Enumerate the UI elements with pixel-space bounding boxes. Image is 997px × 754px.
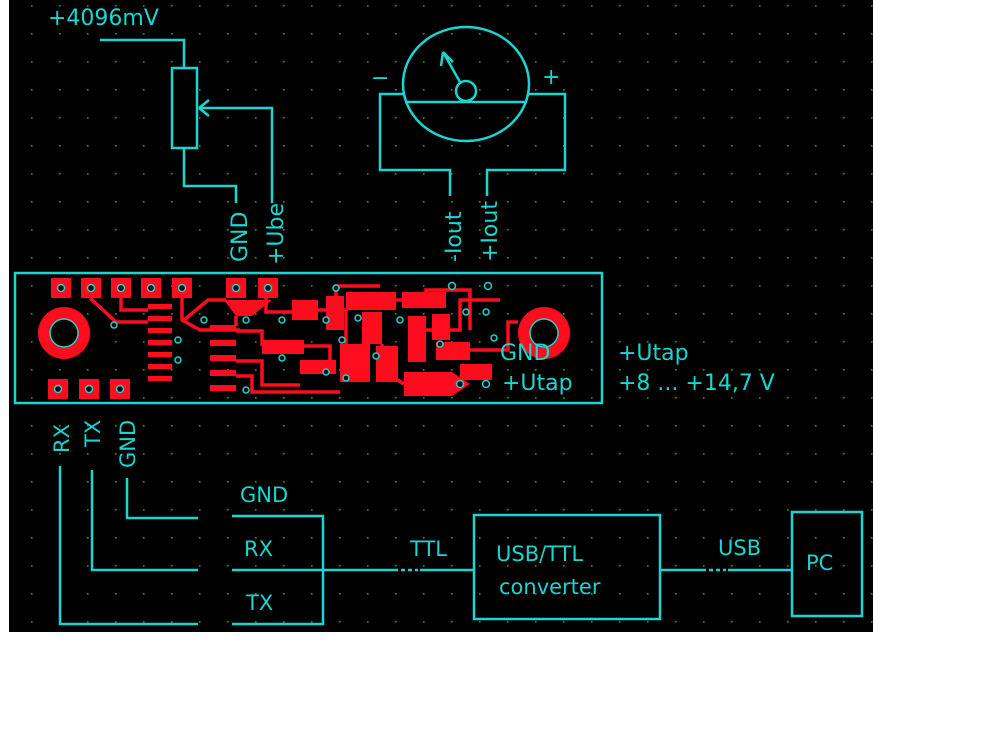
pin-tx-label: TX [81,420,105,448]
pc-label: PC [806,551,833,575]
mounting-hole-left [49,318,79,348]
conn-gnd-label: GND [240,483,288,507]
ext-utap-label: +Utap [618,341,689,366]
ammeter-icon [378,25,567,196]
iout-minus-label: -Iout [442,211,467,262]
conn-tx-label: TX [245,591,273,615]
meter-minus-label: − [371,66,389,91]
supply-voltage-label: +4096mV [48,6,159,31]
pcb-vias [53,281,498,394]
meter-plus-label: + [542,65,560,90]
pcb-board-icon [13,271,604,405]
pc-box [790,510,864,618]
board-gnd-label: GND [500,341,550,366]
pot-ube-label: +Ube [264,203,289,265]
conn-rx-label: RX [244,537,273,561]
ext-range-label: +8 ... +14,7 V [618,371,775,396]
pot-gnd-label: GND [228,212,253,262]
iout-plus-label: +Iout [478,201,503,262]
converter-line1-label: USB/TTL [496,542,583,566]
serial-wires [58,466,198,626]
usb-label: USB [718,536,761,560]
board-utap-label: +Utap [502,371,573,396]
usb-ttl-converter-box [472,513,662,621]
pcb-outline [13,271,604,405]
ttl-label: TTL [409,537,447,561]
pin-gnd-label: GND [116,420,140,468]
mounting-hole-right [529,318,559,348]
converter-line2-label: converter [499,575,601,599]
pin-rx-label: RX [50,424,74,453]
potentiometer-icon [100,38,274,203]
